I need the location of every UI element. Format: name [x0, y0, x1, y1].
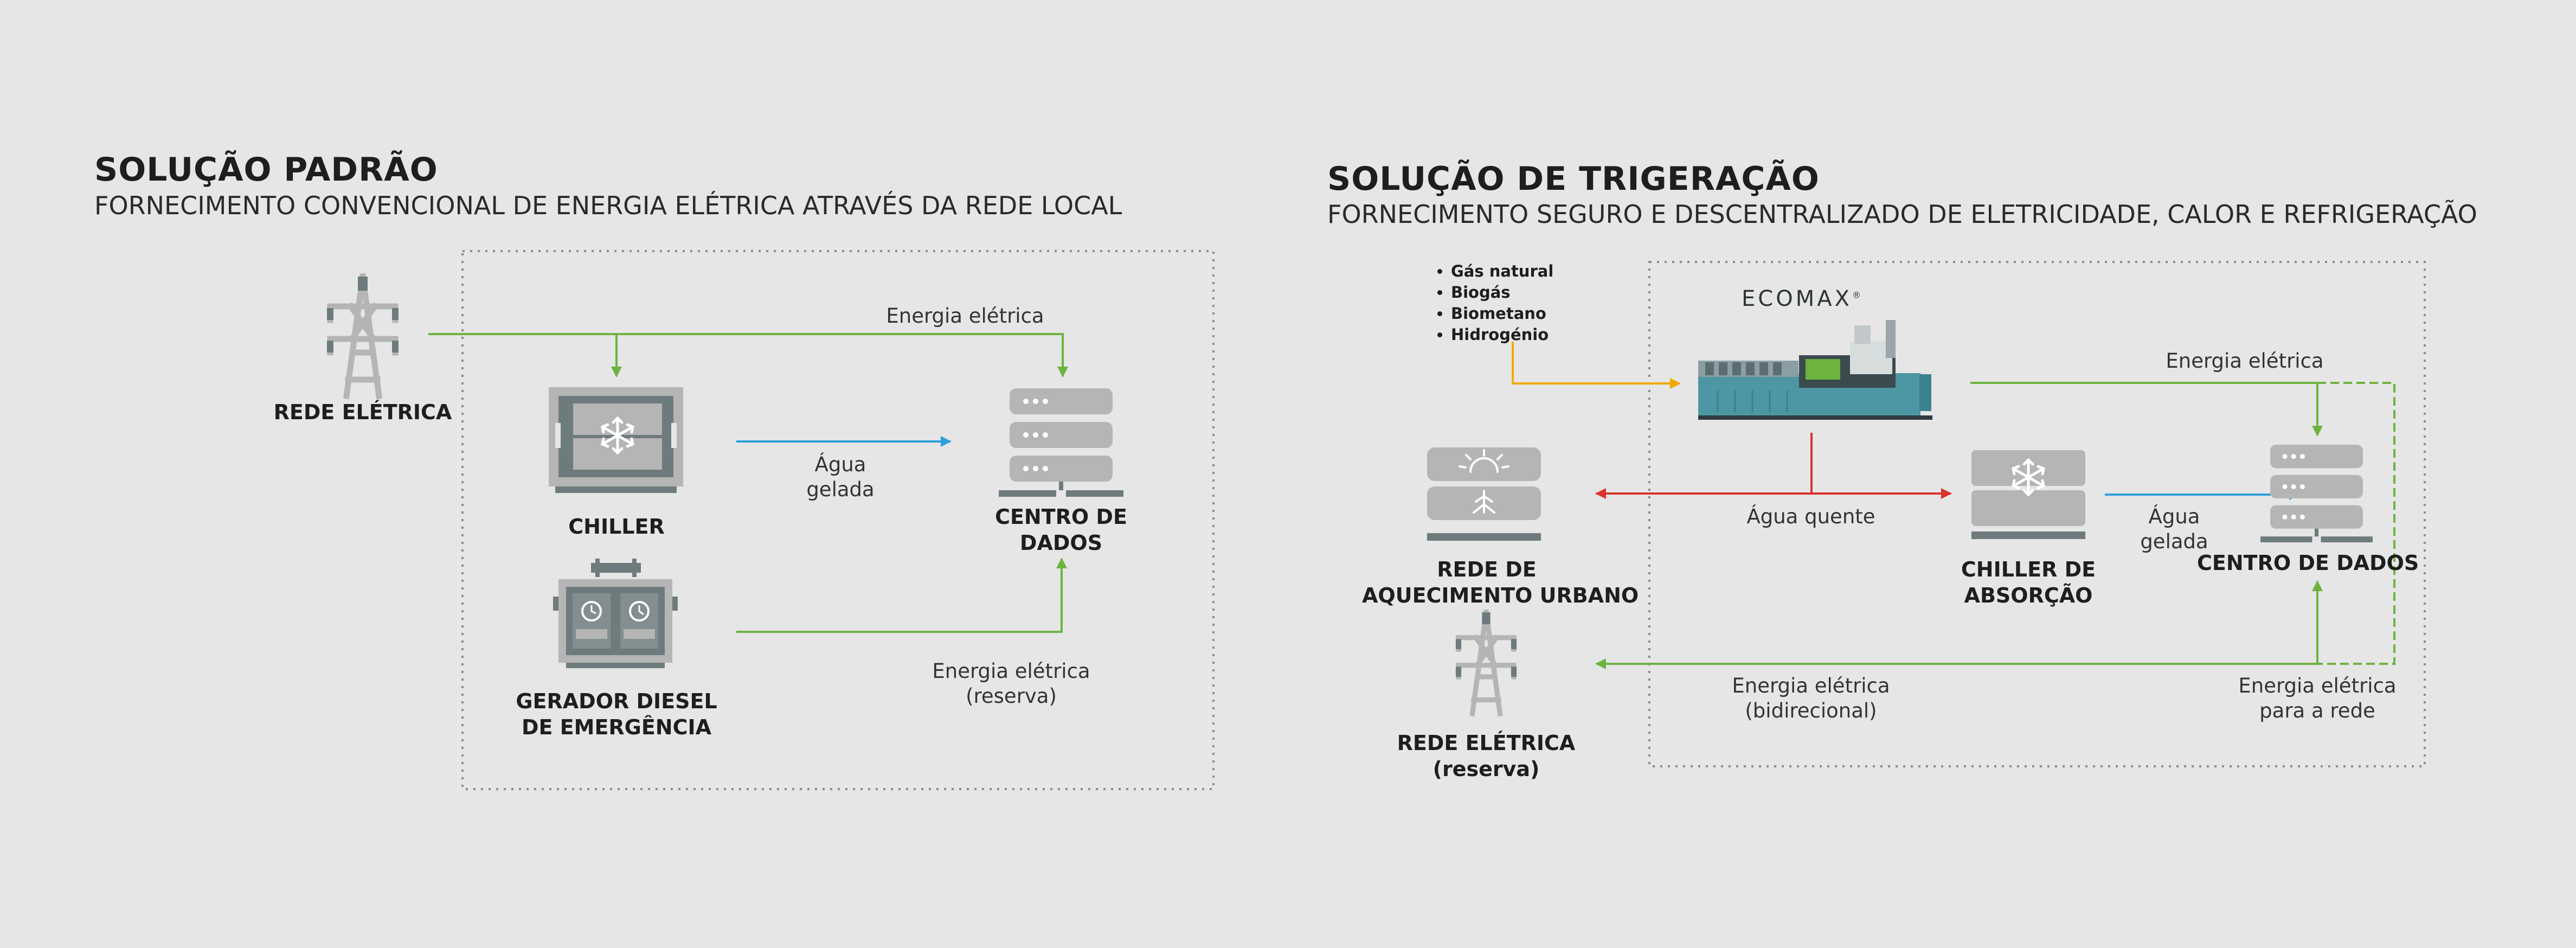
- flow-label-backup-power: Energia elétrica (reserva): [932, 659, 1090, 708]
- ecomax-logo: ECOMAX®: [1742, 286, 1861, 311]
- fuel-item: Biometano: [1451, 303, 1553, 324]
- pylon-icon: [327, 277, 399, 396]
- left-power-lines: [428, 333, 1068, 633]
- flow-label-power: Energia elétrica: [2166, 349, 2324, 373]
- grid-label: REDE ELÉTRICA: [273, 400, 452, 424]
- chiller-label: CHILLER: [568, 515, 665, 539]
- flow-label-export-power: Energia elétrica para a rede: [2238, 674, 2397, 722]
- server-rack-icon: [2260, 445, 2373, 543]
- right-subtitle: FORNECIMENTO SEGURO E DESCENTRALIZADO DE…: [1327, 200, 2477, 229]
- left-subtitle: FORNECIMENTO CONVENCIONAL DE ENERGIA ELÉ…: [94, 191, 1122, 220]
- diesel-generator-icon: [553, 559, 678, 668]
- flow-label-chilled-water: Água gelada: [2140, 505, 2208, 553]
- fuel-item: Hidrogénio: [1451, 324, 1553, 345]
- absorption-chiller-label: CHILLER DE ABSORÇÃO: [1961, 558, 2096, 607]
- fuel-line: [1512, 342, 1681, 389]
- fuel-list: Gás natural Biogás Biometano Hidrogénio: [1431, 261, 1553, 345]
- grid-label: REDE ELÉTRICA (reserva): [1397, 731, 1576, 781]
- fuel-item: Gás natural: [1451, 261, 1553, 282]
- datacenter-label: CENTRO DE DADOS: [2197, 551, 2419, 575]
- right-title: SOLUÇÃO DE TRIGERAÇÃO: [1327, 160, 1820, 198]
- right-power-lines: [1595, 382, 2395, 669]
- district-heating-label: REDE DE AQUECIMENTO URBANO: [1362, 558, 1639, 607]
- chiller-icon: [549, 387, 683, 493]
- fuel-item: Biogás: [1451, 282, 1553, 303]
- sun-heat-icon: [1427, 447, 1541, 541]
- left-system-boundary: [461, 250, 1215, 790]
- generator-label: GERADOR DIESEL DE EMERGÊNCIA: [516, 689, 717, 739]
- hot-water-line: [1595, 433, 1952, 499]
- datacenter-label: CENTRO DE DADOS: [995, 505, 1127, 555]
- chiller-icon: [1971, 450, 2085, 539]
- right-system-boundary: [1648, 261, 2426, 767]
- pylon-icon: [1456, 612, 1517, 714]
- left-title: SOLUÇÃO PADRÃO: [94, 151, 438, 189]
- flow-label-bidirectional-power: Energia elétrica (bidirecional): [1732, 674, 1890, 722]
- flow-label-power: Energia elétrica: [886, 304, 1044, 328]
- flow-label-hot-water: Água quente: [1746, 505, 1875, 528]
- engine-icon: [1698, 320, 1932, 420]
- server-rack-icon: [999, 388, 1123, 497]
- flow-label-chilled-water: Água gelada: [806, 453, 875, 501]
